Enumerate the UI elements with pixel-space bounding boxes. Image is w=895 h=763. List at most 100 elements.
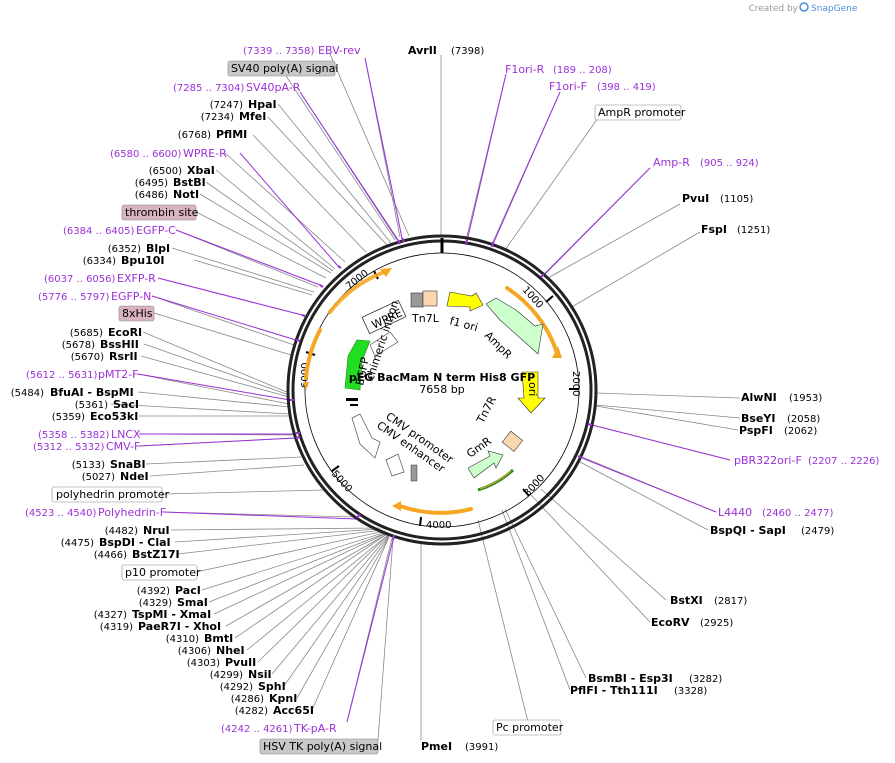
site-ecorv[interactable]: EcoRV <box>651 616 690 629</box>
primer-sv40pa-r[interactable]: SV40pA-R <box>246 81 301 94</box>
site-alwni-pos: (1953) <box>789 393 822 404</box>
ampr-feature[interactable] <box>485 297 544 355</box>
site-bmti-pos: (4310) <box>166 634 199 645</box>
site-bspqi-sapi[interactable]: BspQI - SapI <box>710 524 786 537</box>
site-fspi[interactable]: FspI <box>701 223 727 236</box>
primer-ebv-rev[interactable]: EBV-rev <box>318 44 361 57</box>
site-eco53ki[interactable]: Eco53kI <box>90 410 138 423</box>
site-nhei[interactable]: NheI <box>216 644 245 657</box>
gmr-feature[interactable] <box>467 450 504 479</box>
site-ndei[interactable]: NdeI <box>120 470 149 483</box>
primer-pmt2-f[interactable]: pMT2-F <box>98 368 139 381</box>
primer-polyhedrin-f[interactable]: Polyhedrin-F <box>98 506 166 519</box>
site-rsrii[interactable]: RsrII <box>109 350 138 363</box>
primer-wpre-r[interactable]: WPRE-R <box>183 147 227 160</box>
site-bstxi[interactable]: BstXI <box>670 594 703 607</box>
site-xbai[interactable]: XbaI <box>187 164 215 177</box>
primer-egfp-c[interactable]: EGFP-C <box>136 224 176 237</box>
ori-feature[interactable] <box>517 371 546 414</box>
primer-l4440-range: (2460 .. 2477) <box>762 508 834 519</box>
badge-pc-promoter[interactable]: Pc promoter <box>492 719 564 736</box>
primer-f1ori-f[interactable]: F1ori-F <box>549 80 587 93</box>
site-snabi-pos: (5133) <box>72 460 105 471</box>
primer-polyhedrin-f-range: (4523 .. 4540) <box>25 508 97 519</box>
badge-sv40[interactable]: SV40 poly(A) signal <box>227 60 338 77</box>
site-snabi[interactable]: SnaBI <box>110 458 146 471</box>
site-noti[interactable]: NotI <box>173 188 199 201</box>
primer-pbr322ori-f-range: (2207 .. 2226) <box>808 456 880 467</box>
snapgene-brand[interactable]: SnapGene <box>811 4 858 14</box>
site-hpai[interactable]: HpaI <box>248 98 277 111</box>
site-pvui[interactable]: PvuI <box>682 192 709 205</box>
site-bsshii[interactable]: BssHII <box>100 338 139 351</box>
site-paci[interactable]: PacI <box>175 584 201 597</box>
site-pflmi[interactable]: PflMI <box>216 128 247 141</box>
primer-f1ori-r[interactable]: F1ori-R <box>505 63 545 76</box>
site-pmei[interactable]: PmeI <box>421 740 452 753</box>
badge-thrombin[interactable]: thrombin site <box>121 204 199 221</box>
site-acc65i[interactable]: Acc65I <box>273 704 314 717</box>
orange-arrowheads <box>303 268 562 511</box>
site-pflfi-tth111i[interactable]: PflFI - Tth111I <box>570 684 658 697</box>
site-nrui-pos: (4482) <box>105 526 138 537</box>
gmr-green-arc <box>477 468 515 492</box>
tn7l-feature[interactable] <box>422 290 438 307</box>
primer-exfp-r[interactable]: EXFP-R <box>117 272 156 285</box>
svg-text:SV40 poly(A) signal: SV40 poly(A) signal <box>231 62 338 75</box>
site-bseyi-pos: (2058) <box>787 414 820 425</box>
site-ndei-pos: (5027) <box>82 472 115 483</box>
primer-amp-r[interactable]: Amp-R <box>653 156 690 169</box>
ori-label: ori <box>526 382 539 396</box>
primer-sv40pa-r-range: (7285 .. 7304) <box>173 83 245 94</box>
site-bfuai-bspmi[interactable]: BfuAI - BspMI <box>50 386 134 399</box>
badge-8xhis[interactable]: 8xHis <box>118 305 155 322</box>
site-pspfi[interactable]: PspFI <box>739 424 773 437</box>
primer-cmv-f[interactable]: CMV-F <box>106 440 140 453</box>
primer-l4440[interactable]: L4440 <box>718 506 752 519</box>
site-tspmi-xmai-pos: (4327) <box>94 610 127 621</box>
cmv-enhancer-feature[interactable] <box>385 453 405 477</box>
site-bsmbi-esp3i[interactable]: BsmBI - Esp3I <box>588 672 673 685</box>
site-pvuii[interactable]: PvuII <box>225 656 256 669</box>
site-blpi-pos: (6352) <box>108 244 141 255</box>
badge-p10[interactable]: p10 promoter <box>121 564 201 581</box>
wpre-feature[interactable] <box>361 299 407 335</box>
site-smai[interactable]: SmaI <box>177 596 208 609</box>
site-blpi[interactable]: BlpI <box>146 242 170 255</box>
tn7r-feature[interactable] <box>501 430 524 452</box>
site-mfei[interactable]: MfeI <box>239 110 266 123</box>
site-sphi[interactable]: SphI <box>258 680 286 693</box>
primer-exfp-r-range: (6037 .. 6056) <box>44 274 116 285</box>
site-nrui[interactable]: NruI <box>143 524 170 537</box>
badge-ampr-promoter[interactable]: AmpR promoter <box>594 104 686 121</box>
site-pflfi-tth111i-pos: (3328) <box>674 686 707 697</box>
site-bstz17i[interactable]: BstZ17I <box>132 548 180 561</box>
cmv-promoter-feature[interactable] <box>351 413 381 459</box>
site-tspmi-xmai[interactable]: TspMI - XmaI <box>132 608 211 621</box>
site-avrii[interactable]: AvrII <box>408 44 437 57</box>
site-paer7i-xhoi[interactable]: PaeR7I - XhoI <box>138 620 221 633</box>
egfp-feature[interactable] <box>344 339 371 391</box>
site-bmti[interactable]: BmtI <box>204 632 233 645</box>
site-nsii[interactable]: NsiI <box>248 668 272 681</box>
badge-hsvtk[interactable]: HSV TK poly(A) signal <box>259 738 382 755</box>
site-bseyi[interactable]: BseYI <box>741 412 775 425</box>
site-ecori-pos: (5685) <box>70 328 103 339</box>
site-bstbi[interactable]: BstBI <box>173 176 206 189</box>
site-alwni[interactable]: AlwNI <box>741 391 777 404</box>
chimeric-intron-feature[interactable] <box>369 331 399 357</box>
primer-egfp-n-range: (5776 .. 5797) <box>38 292 110 303</box>
site-ecori[interactable]: EcoRI <box>108 326 142 339</box>
primer-pbr322ori-f[interactable]: pBR322ori-F <box>734 454 802 467</box>
site-saci[interactable]: SacI <box>113 398 139 411</box>
badge-polyhedrin[interactable]: polyhedrin promoter <box>51 486 170 503</box>
primer-lncx[interactable]: LNCX <box>111 428 141 441</box>
primer-egfp-n[interactable]: EGFP-N <box>111 290 151 303</box>
primer-tk-pa-r[interactable]: TK-pA-R <box>293 722 337 735</box>
site-bpu10i[interactable]: Bpu10I <box>121 254 165 267</box>
site-kpni[interactable]: KpnI <box>269 692 297 705</box>
snapgene-logo-icon <box>799 2 809 12</box>
site-bspdi-clai[interactable]: BspDI - ClaI <box>99 536 171 549</box>
f1-ori-feature[interactable] <box>446 291 484 312</box>
